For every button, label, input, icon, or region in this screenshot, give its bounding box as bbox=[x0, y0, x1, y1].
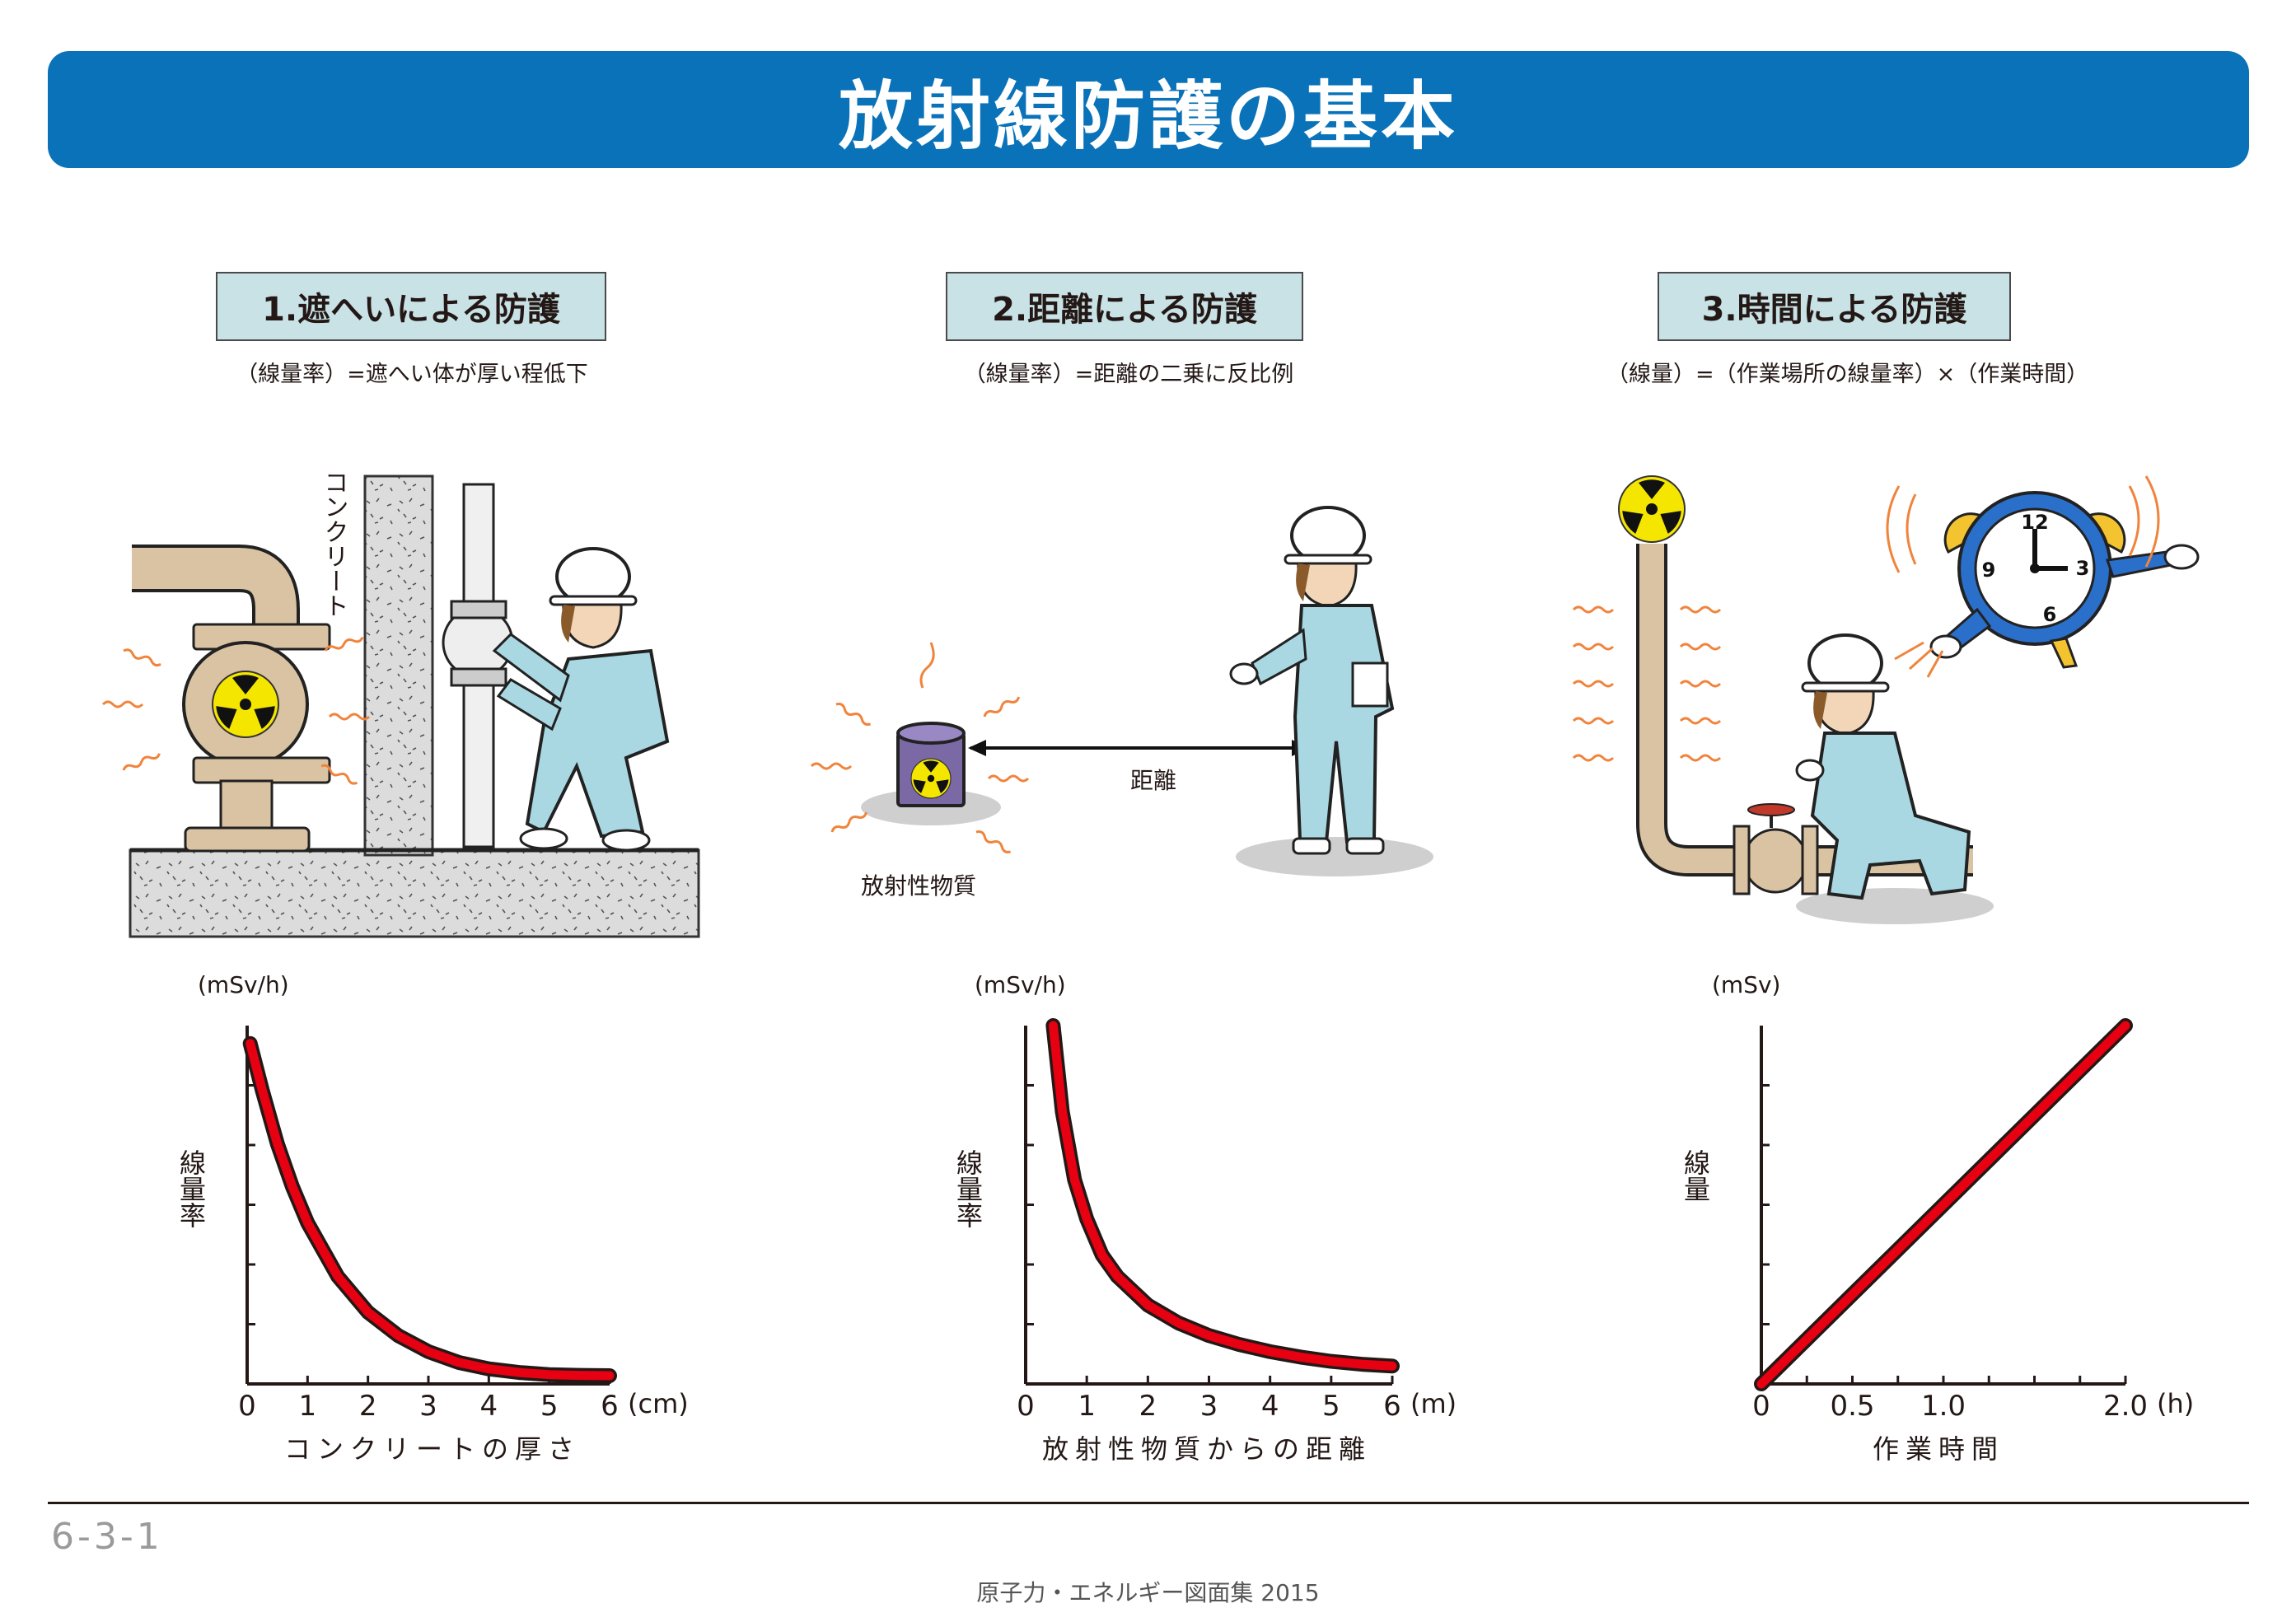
alarm-clock-icon: 12 3 6 9 bbox=[1929, 491, 2200, 669]
section-label-time: 3.時間による防護 bbox=[1658, 272, 2011, 341]
x-tick-label: 4 bbox=[480, 1390, 498, 1423]
x-tick-label: 3 bbox=[1200, 1390, 1218, 1423]
x-tick-label: 6 bbox=[1383, 1390, 1401, 1423]
x-tick-label: 3 bbox=[419, 1390, 437, 1423]
x-tick-label: 6 bbox=[601, 1390, 619, 1423]
section-label-distance: 2.距離による防護 bbox=[946, 272, 1303, 341]
chart-unit: (mSv/h) bbox=[198, 971, 289, 998]
radiation-trefoil-icon bbox=[910, 758, 952, 799]
time-illustration: 12 3 6 9 bbox=[1572, 475, 2200, 924]
chart-distance: (mSv/h) 線量率 放射性物質からの距離 (m) 0 1 2 3 4 5 6 bbox=[952, 971, 1457, 1465]
chart-unit: (mSv) bbox=[1712, 971, 1780, 998]
clock-number-12: 12 bbox=[2021, 511, 2048, 534]
formula-distance: （線量率）=距離の二乗に反比例 bbox=[963, 362, 1294, 387]
series-line bbox=[1048, 1021, 1397, 1371]
chart-shielding: (mSv/h) 線量率 コンクリートの厚さ (cm) 0 1 2 3 4 5 6 bbox=[175, 971, 689, 1465]
distance-label: 距離 bbox=[1130, 767, 1176, 794]
chart-xunit: (cm) bbox=[628, 1388, 689, 1419]
x-tick-label: 5 bbox=[540, 1390, 559, 1423]
clock-number-9: 9 bbox=[1982, 559, 1996, 582]
radiation-trefoil-icon bbox=[212, 671, 279, 738]
chart-time: (mSv) 線量 作業時間 (h) 0 0.5 1.0 2.0 bbox=[1680, 971, 2194, 1465]
section-label-shielding: 1.遮へいによる防護 bbox=[216, 272, 606, 341]
series-line bbox=[1756, 1021, 2130, 1389]
x-tick-label: 1.0 bbox=[1921, 1390, 1966, 1423]
x-tick-label: 1 bbox=[1078, 1390, 1096, 1423]
x-tick-label: 2.0 bbox=[2103, 1390, 2148, 1423]
page-number: 6-3-1 bbox=[51, 1516, 163, 1558]
radiation-trefoil-icon bbox=[1618, 475, 1686, 543]
clock-number-6: 6 bbox=[2043, 603, 2057, 626]
worker-helmet-icon bbox=[1801, 633, 1890, 736]
x-tick-label: 0 bbox=[1017, 1390, 1035, 1423]
formula-time: （線量）=（作業場所の線量率）×（作業時間） bbox=[1606, 362, 2089, 387]
x-tick-label: 2 bbox=[1139, 1390, 1157, 1423]
x-tick-label: 0 bbox=[238, 1390, 256, 1423]
chart-ylabel: 線量率 bbox=[952, 1149, 984, 1228]
distance-illustration: 距離 放射性物質 bbox=[810, 506, 1433, 900]
clock-number-3: 3 bbox=[2076, 557, 2090, 580]
chart-ylabel: 線量率 bbox=[175, 1149, 207, 1228]
chart-xunit: (h) bbox=[2157, 1388, 2194, 1419]
series-line bbox=[245, 1039, 615, 1381]
radioactive-material-label: 放射性物質 bbox=[861, 872, 976, 900]
chart-xlabel: 作業時間 bbox=[1873, 1433, 2004, 1465]
page-title: 放射線防護の基本 bbox=[839, 73, 1458, 160]
x-tick-label: 5 bbox=[1322, 1390, 1340, 1423]
worker-helmet-icon bbox=[1284, 506, 1372, 608]
x-tick-label: 4 bbox=[1261, 1390, 1279, 1423]
concrete-label: コンクリート bbox=[320, 470, 348, 618]
shielding-illustration: コンクリート bbox=[101, 470, 700, 938]
x-tick-label: 1 bbox=[299, 1390, 317, 1423]
chart-ylabel: 線量 bbox=[1680, 1149, 1711, 1202]
chart-xlabel: コンクリートの厚さ bbox=[284, 1433, 581, 1465]
chart-xlabel: 放射性物質からの距離 bbox=[1042, 1433, 1372, 1465]
footer-rule bbox=[48, 1502, 2249, 1504]
series-outline bbox=[1045, 1018, 1400, 1374]
book-title: 原子力・エネルギー図面集 2015 bbox=[976, 1579, 1320, 1606]
chart-unit: (mSv/h) bbox=[975, 971, 1066, 998]
formula-shielding: （線量率）=遮へい体が厚い程低下 bbox=[236, 362, 588, 387]
x-tick-label: 0 bbox=[1752, 1390, 1770, 1423]
title-banner: 放射線防護の基本 bbox=[48, 51, 2249, 168]
x-tick-label: 0.5 bbox=[1830, 1390, 1874, 1423]
x-tick-label: 2 bbox=[359, 1390, 377, 1423]
chart-xunit: (m) bbox=[1410, 1388, 1457, 1419]
worker-helmet-icon bbox=[549, 547, 638, 649]
